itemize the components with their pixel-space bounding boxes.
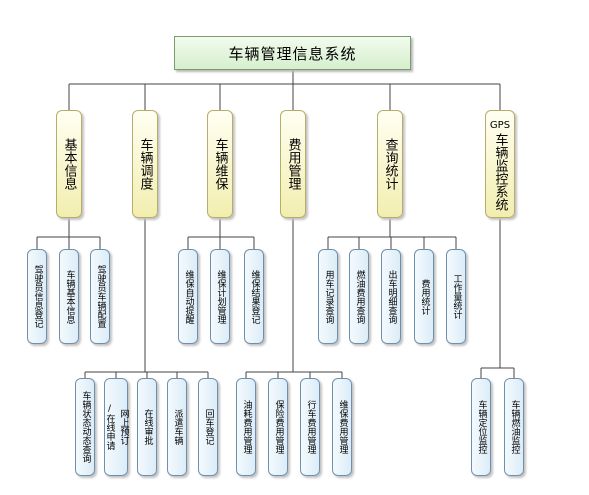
leaf-node: 网上预订/在线申请 <box>104 378 129 476</box>
category-cost: 费用管理 <box>280 110 306 218</box>
leaf-label: 油耗费用管理 <box>241 400 252 454</box>
leaf-node: 车辆定位监控 <box>471 378 491 476</box>
leaf-label: 在线审批 <box>142 409 153 445</box>
leaf-label: 维保费用管理 <box>337 400 348 454</box>
leaf-node: 燃油费用查询 <box>349 249 369 344</box>
leaf-label: 车辆燃油监控 <box>509 400 520 454</box>
leaf-label: /在线申请 <box>104 404 115 450</box>
leaf-node: 油耗费用管理 <box>236 378 256 476</box>
leaf-label: 维保计划管理 <box>215 269 226 324</box>
leaf-node: 维保自动提醒 <box>178 249 198 344</box>
leaf-label: 驾驶员信息登记 <box>32 265 43 328</box>
leaf-label: 驾驶员车辆配置 <box>95 265 106 328</box>
leaf-label: 派遣车辆 <box>172 409 183 445</box>
leaf-node: 在线审批 <box>137 378 157 476</box>
root-node: 车辆管理信息系统 <box>174 36 411 70</box>
leaf-node: 维保结果登记 <box>244 249 264 344</box>
category-dispatch: 车辆调度 <box>132 110 158 218</box>
leaf-label: 保险费用管理 <box>273 400 284 454</box>
leaf-node: 出车明细查询 <box>381 249 401 344</box>
leaf-label: 出车明细查询 <box>386 269 397 324</box>
leaf-node: 车辆燃油监控 <box>504 378 524 476</box>
leaf-node: 保险费用管理 <box>268 378 288 476</box>
category-label: 查询统计 <box>382 138 398 190</box>
leaf-label: 回车登记 <box>203 409 214 445</box>
leaf-node: 车辆基本信息 <box>59 249 79 344</box>
leaf-node: 派遣车辆 <box>167 378 187 476</box>
root-label: 车辆管理信息系统 <box>228 44 357 63</box>
leaf-node: 维保计划管理 <box>210 249 230 344</box>
leaf-label: 行车费用管理 <box>305 400 316 454</box>
category-label: 车辆维保 <box>212 138 228 190</box>
leaf-node: 行车费用管理 <box>300 378 320 476</box>
category-query: 查询统计 <box>377 110 403 218</box>
leaf-node: 驾驶员车辆配置 <box>90 249 110 344</box>
leaf-label: 网上预订 <box>118 409 129 445</box>
leaf-label: 车辆定位监控 <box>476 400 487 454</box>
leaf-label: 燃油费用查询 <box>354 269 365 324</box>
category-label: 车辆调度 <box>137 138 153 190</box>
leaf-label: 用车记录查询 <box>323 269 334 324</box>
category-label: 费用管理 <box>285 138 301 190</box>
leaf-node: 用车记录查询 <box>318 249 338 344</box>
leaf-label: 维保自动提醒 <box>183 269 194 324</box>
category-maintenance: 车辆维保 <box>207 110 233 218</box>
leaf-node: 驾驶员信息登记 <box>27 249 47 344</box>
leaf-node: 维保费用管理 <box>332 378 352 476</box>
leaf-label: 车辆基本信息 <box>64 269 75 324</box>
category-basic-info: 基本信息 <box>56 110 82 218</box>
leaf-node: 回车登记 <box>198 378 218 476</box>
leaf-label: 车辆状态动态查询 <box>80 391 91 463</box>
leaf-node: 费用统计 <box>414 249 434 344</box>
leaf-node: 工作量统计 <box>446 249 466 344</box>
leaf-label: 费用统计 <box>419 278 430 315</box>
leaf-label: 工作量统计 <box>451 274 462 319</box>
leaf-label: 维保结果登记 <box>249 269 260 324</box>
leaf-node: 车辆状态动态查询 <box>75 378 95 476</box>
category-label: 基本信息 <box>61 138 77 190</box>
